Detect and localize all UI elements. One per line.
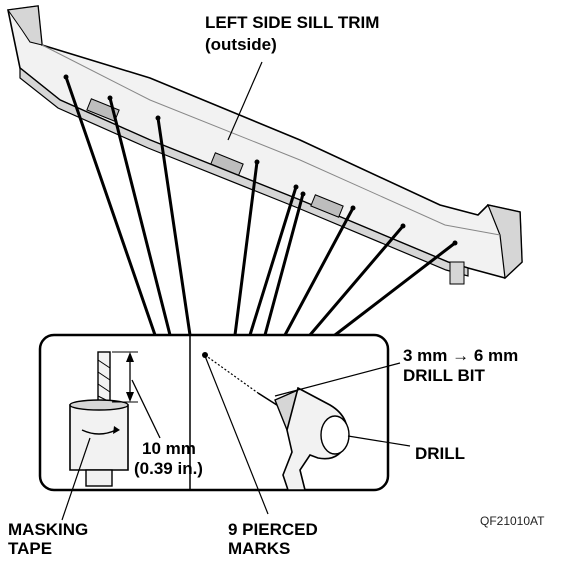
drill-label: DRILL bbox=[415, 444, 465, 463]
depth-label: 10 mm bbox=[142, 439, 196, 458]
side-sill-trim bbox=[7, 5, 523, 285]
sill-trim-flange bbox=[19, 66, 469, 277]
leader-lines-to-detail bbox=[64, 75, 457, 337]
drill-bit-label: DRILL BIT bbox=[403, 366, 485, 385]
sill-trim-sublabel: (outside) bbox=[205, 35, 277, 54]
masking-tape-wrap bbox=[69, 404, 129, 471]
clip-pocket bbox=[86, 98, 120, 122]
depth-inch-label: (0.39 in.) bbox=[134, 459, 203, 478]
masking-tape-label-line2: TAPE bbox=[8, 539, 52, 558]
pierced-marks-label: 9 PIERCED bbox=[228, 520, 318, 539]
rear-clip bbox=[449, 261, 465, 285]
sill-trim-top-face bbox=[7, 5, 43, 46]
drill-leader bbox=[347, 435, 411, 447]
drill-bit-size-label: 3 mm → 6 mm bbox=[403, 346, 518, 365]
masking-tape-label: MASKING bbox=[8, 520, 88, 539]
pierced-marks-label-line2: MARKS bbox=[228, 539, 290, 558]
figure-code: QF21010AT bbox=[480, 514, 545, 528]
clip-pocket bbox=[210, 152, 244, 176]
clip-pocket bbox=[310, 194, 344, 218]
drill-detail bbox=[202, 352, 350, 491]
wrap-arrow-icon bbox=[81, 429, 117, 435]
sill-trim-label: LEFT SIDE SILL TRIM bbox=[205, 13, 379, 32]
drill-bit-leader bbox=[274, 362, 401, 397]
masking-tape-leader bbox=[61, 437, 91, 521]
callout-leaders bbox=[61, 61, 411, 521]
sill-trim-rear-end bbox=[487, 204, 523, 280]
sill-trim-leader bbox=[227, 61, 263, 141]
pierced-marks-leader bbox=[204, 355, 269, 515]
